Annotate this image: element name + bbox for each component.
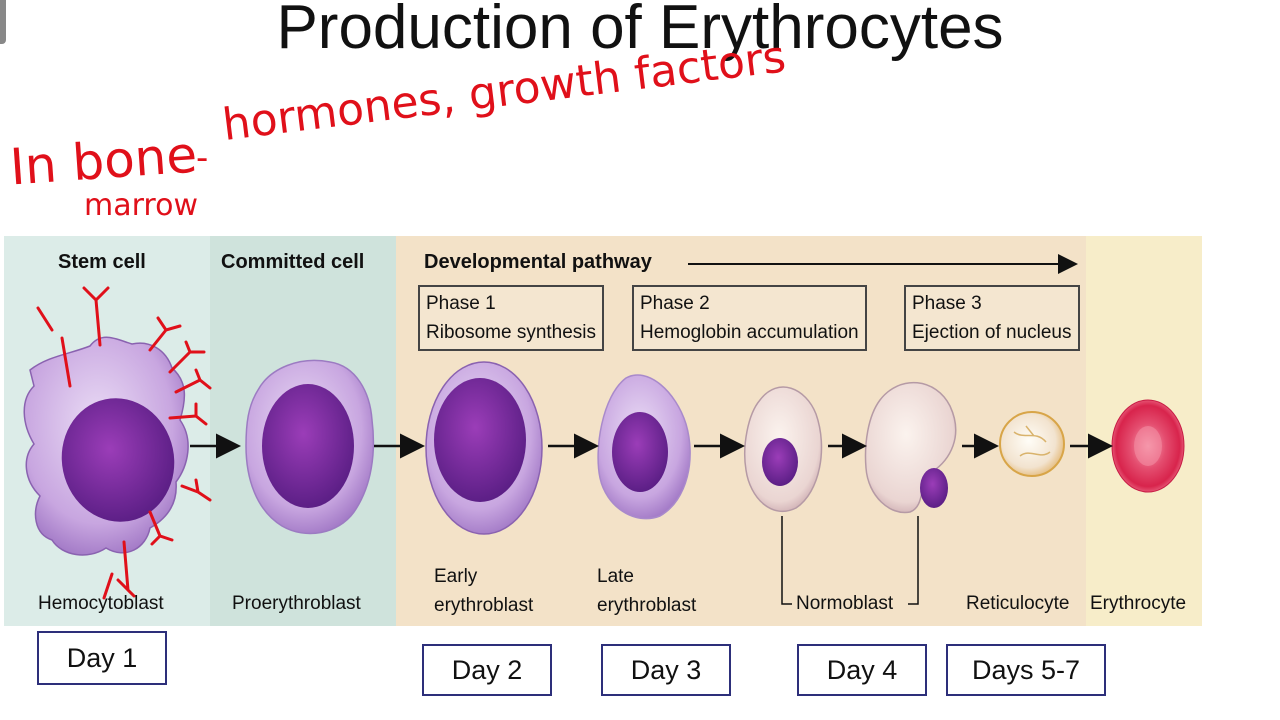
label-late-line2: erythroblast: [597, 595, 697, 616]
header-developmental-pathway: Developmental pathway: [424, 251, 652, 273]
hemocytoblast-cell: [23, 336, 189, 556]
normoblast-cell-2: [864, 381, 957, 514]
early-erythroblast-cell: [425, 361, 543, 535]
phase-1-desc: Ribosome synthesis: [426, 322, 597, 343]
phase-3-box: Phase 3 Ejection of nucleus: [904, 285, 1080, 351]
label-normoblast: Normoblast: [796, 593, 894, 614]
label-hemocytoblast: Hemocytoblast: [38, 593, 164, 614]
day-4-box: Day 4: [797, 644, 927, 696]
phase-2-title: Phase 2: [640, 293, 710, 314]
phase-2-box: Phase 2 Hemoglobin accumulation: [632, 285, 867, 351]
label-early-line1: Early: [434, 566, 478, 587]
day-2-box: Day 2: [422, 644, 552, 696]
annotation-dash: -: [196, 138, 209, 178]
late-erythroblast-cell: [597, 374, 691, 520]
phase-1-title: Phase 1: [426, 293, 496, 314]
days-5-7-box: Days 5-7: [946, 644, 1106, 696]
day-3-box: Day 3: [601, 644, 731, 696]
normoblast-bracket: [781, 516, 919, 605]
annotation-marrow: marrow: [84, 188, 198, 223]
day-1-box: Day 1: [37, 631, 167, 685]
reticulocyte-cell: [999, 411, 1065, 477]
phase-3-desc: Ejection of nucleus: [912, 322, 1072, 343]
header-committed-cell: Committed cell: [221, 251, 365, 273]
header-stem-cell: Stem cell: [58, 251, 146, 273]
normoblast-cell-1: [744, 386, 823, 513]
window-edge: [0, 0, 6, 44]
phase-2-desc: Hemoglobin accumulation: [640, 322, 859, 343]
erythrocyte-cell: [1111, 399, 1185, 493]
label-late-line1: Late: [597, 566, 634, 587]
phase-1-box: Phase 1 Ribosome synthesis: [418, 285, 605, 351]
page-title: Production of Erythrocytes: [276, 0, 1004, 62]
annotation-receptors: [36, 286, 212, 600]
label-reticulocyte: Reticulocyte: [966, 593, 1070, 614]
proerythroblast-cell: [245, 359, 375, 535]
phase-3-title: Phase 3: [912, 293, 982, 314]
label-early-line2: erythroblast: [434, 595, 534, 616]
label-proerythroblast: Proerythroblast: [232, 593, 361, 614]
label-erythrocyte: Erythrocyte: [1090, 593, 1187, 614]
